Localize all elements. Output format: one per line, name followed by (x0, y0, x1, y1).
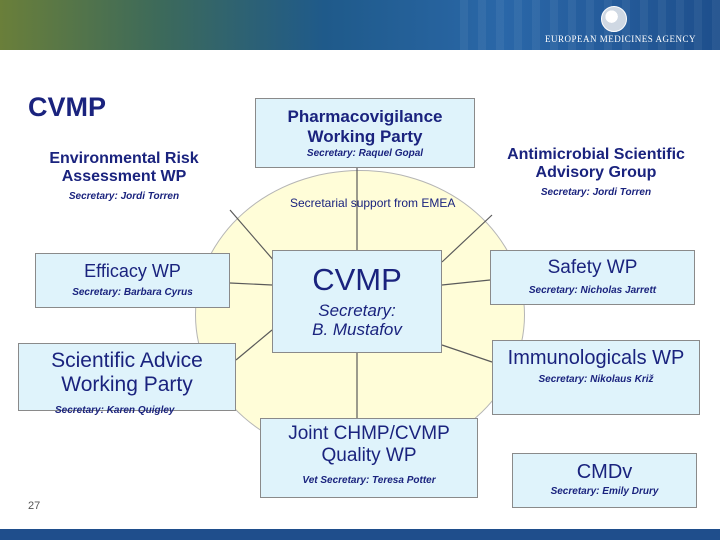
connector-safety (441, 279, 491, 286)
efficacy-title: Efficacy WP (84, 261, 181, 281)
page-number: 27 (28, 500, 41, 512)
scientific-advice-title: Scientific Advice Working Party (51, 349, 203, 397)
cmdv-secretary: Secretary: Emily Drury (550, 486, 659, 497)
connector-efficacy (229, 282, 273, 286)
environmental-risk-wp: Environmental Risk Assessment WP Secreta… (18, 146, 230, 216)
quality-title: Joint CHMP/CVMP Quality WP (288, 423, 450, 466)
connector-environmental (229, 209, 276, 263)
cvmp-center-secretary-name: B. Mustafov (312, 320, 402, 340)
antimicrobial-sag: Antimicrobial Scientific Advisory Group … (492, 140, 700, 232)
connector-scientific-advice (235, 329, 273, 361)
efficacy-secretary: Secretary: Barbara Cyrus (72, 286, 193, 298)
cvmp-center-box: CVMP Secretary: B. Mustafov (272, 250, 442, 353)
agency-name: EUROPEAN MEDICINES AGENCY (545, 34, 697, 44)
header-banner: EUROPEAN MEDICINES AGENCY (0, 0, 720, 50)
safety-wp-box: Safety WP Secretary: Nicholas Jarrett (490, 250, 695, 305)
immunologicals-secretary: Secretary: Nikolaus Križ (538, 374, 654, 385)
environmental-risk-title: Environmental Risk Assessment WP (49, 150, 199, 186)
scientific-advice-wp-box: Scientific Advice Working Party (18, 343, 236, 411)
pharmacovigilance-wp-box: Pharmacovigilance Working Party Secretar… (255, 98, 475, 168)
environmental-risk-secretary: Secretary: Jordi Torren (68, 190, 180, 202)
efficacy-wp-box: Efficacy WP Secretary: Barbara Cyrus (35, 253, 230, 308)
scientific-advice-secretary: Secretary: Karen Quigley (55, 405, 175, 416)
quality-wp-box: Joint CHMP/CVMP Quality WP Vet Secretary… (260, 418, 478, 498)
pharmacovigilance-title: Pharmacovigilance Working Party (287, 107, 443, 146)
quality-secretary: Vet Secretary: Teresa Potter (302, 474, 436, 486)
antimicrobial-secretary: Secretary: Jordi Torren (540, 186, 652, 198)
ema-logo-icon (601, 6, 627, 32)
cmdv-box: CMDv Secretary: Emily Drury (512, 453, 697, 508)
secretarial-support-note: Secretarial support from EMEA (290, 196, 456, 210)
cvmp-center-secretary-label: Secretary: (318, 300, 396, 320)
banner-pattern (460, 0, 720, 50)
pharmacovigilance-secretary: Secretary: Raquel Gopal (306, 148, 424, 160)
immunologicals-title: Immunologicals WP (507, 347, 685, 369)
page-title: CVMP (28, 92, 107, 122)
connector-immunologicals (441, 344, 493, 363)
immunologicals-wp-box: Immunologicals WP Secretary: Nikolaus Kr… (492, 340, 700, 415)
cvmp-center-title: CVMP (312, 262, 402, 297)
safety-secretary: Secretary: Nicholas Jarrett (528, 284, 657, 296)
footer-bar (0, 529, 720, 540)
safety-title: Safety WP (547, 257, 638, 278)
antimicrobial-title: Antimicrobial Scientific Advisory Group (507, 146, 685, 182)
cmdv-title: CMDv (576, 461, 633, 483)
connector-antimicrobial (441, 214, 493, 263)
